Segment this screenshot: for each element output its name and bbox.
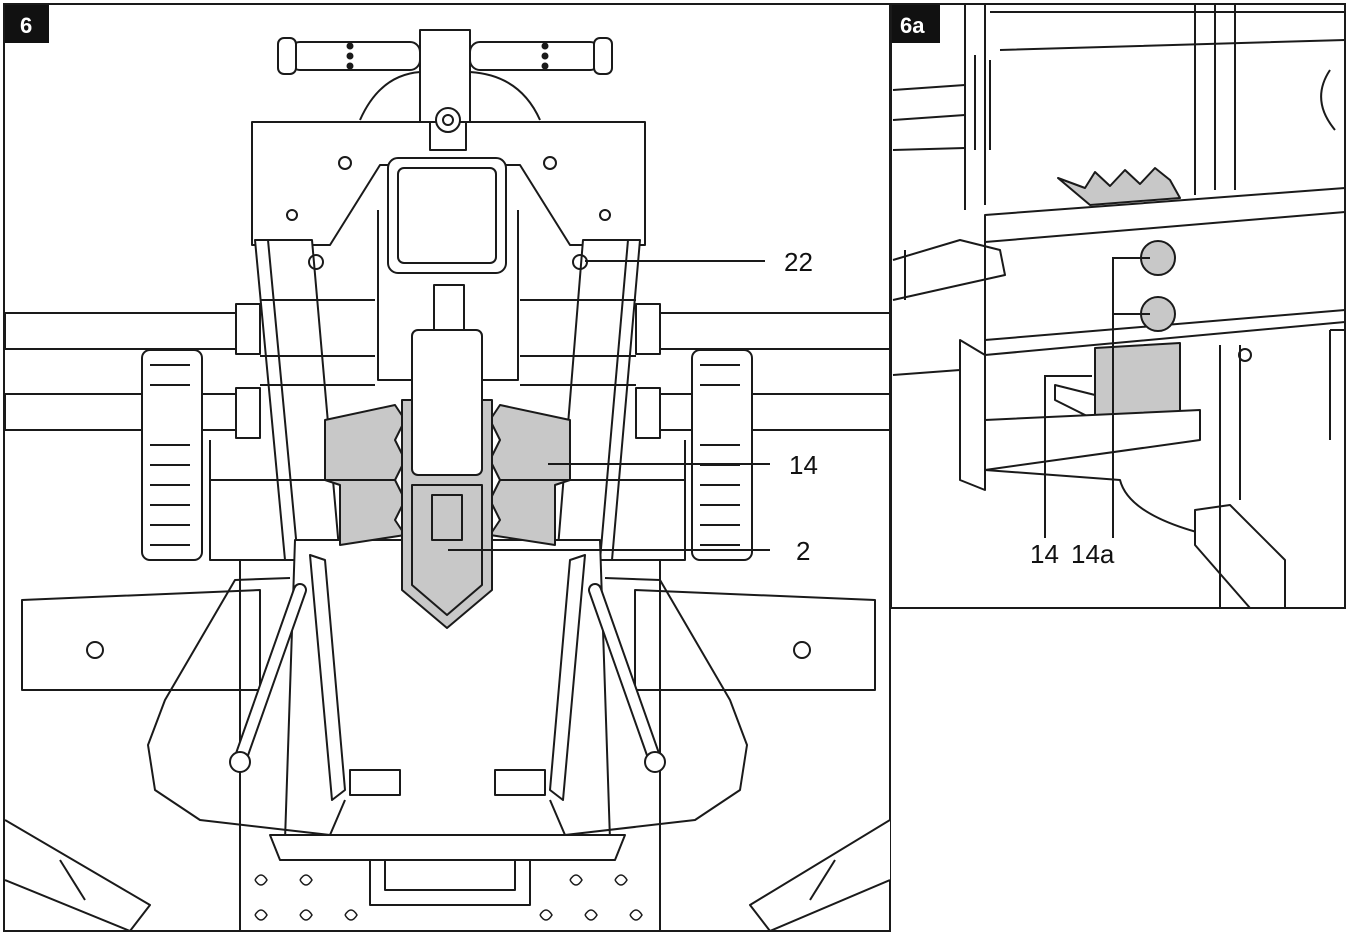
inset-detail-drawing bbox=[892, 5, 1345, 608]
log-splitter-drawing bbox=[5, 29, 890, 930]
callout-14a-inset: 14a bbox=[1071, 539, 1115, 569]
inset-panel-badge bbox=[892, 5, 940, 43]
main-leader-lines bbox=[448, 260, 770, 551]
left-wheel bbox=[141, 349, 203, 561]
lower-legs bbox=[5, 819, 890, 930]
inset-leader-lines bbox=[1044, 257, 1150, 538]
splitting-table bbox=[269, 539, 626, 906]
leader-line-14-inset bbox=[1044, 375, 1092, 538]
horizontal-rails bbox=[5, 299, 890, 439]
splitting-wedge bbox=[401, 329, 493, 629]
callout-14: 14 bbox=[789, 450, 818, 480]
base-plate-pattern bbox=[254, 874, 643, 921]
main-panel: 22 14 2 6 bbox=[3, 3, 891, 932]
leader-line-14a-inset bbox=[1112, 257, 1150, 538]
inset-panel-badge-label: 6a bbox=[900, 13, 925, 38]
main-panel-badge bbox=[5, 5, 49, 43]
lower-frame bbox=[21, 440, 876, 930]
callout-14-inset: 14 bbox=[1030, 539, 1059, 569]
right-wheel bbox=[691, 349, 753, 561]
inset-panel: 14 14a 6a bbox=[890, 3, 1346, 609]
main-panel-badge-label: 6 bbox=[20, 13, 32, 38]
callout-22: 22 bbox=[784, 247, 813, 277]
operating-levers bbox=[147, 554, 748, 836]
top-handle-bar bbox=[277, 29, 613, 126]
callout-2: 2 bbox=[796, 536, 810, 566]
top-crossbeam bbox=[251, 107, 646, 246]
wedge-blocks bbox=[324, 404, 571, 546]
